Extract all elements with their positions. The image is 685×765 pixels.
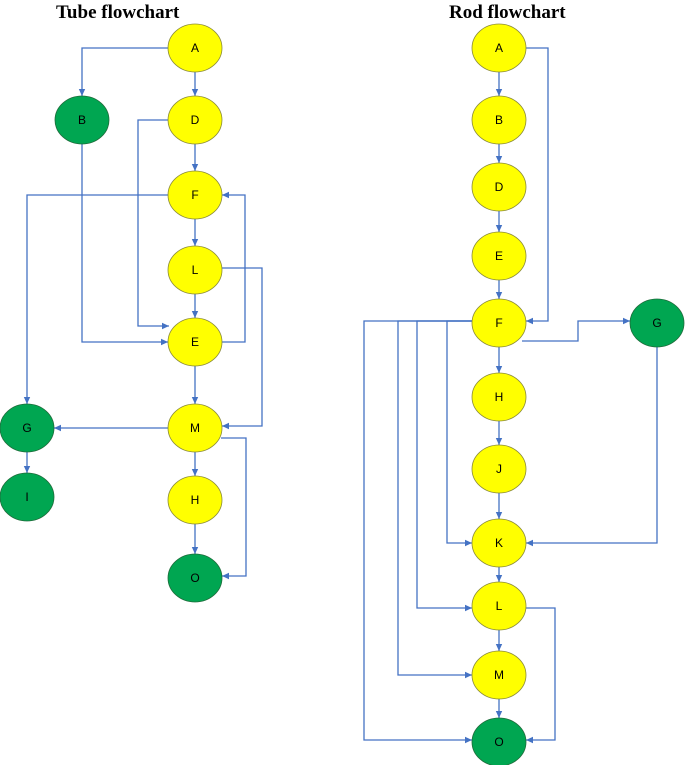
tube-node-h-shape <box>167 475 223 525</box>
rod-node-l-shape <box>471 581 527 631</box>
rod-edge-f-to-l <box>416 320 472 612</box>
rod-node-j-shape <box>471 444 527 494</box>
tube-edge-e-to-f <box>221 191 246 343</box>
tube-node-a: A <box>167 23 223 73</box>
rod-node-a-shape <box>471 23 527 73</box>
tube-node-b: B <box>54 95 110 145</box>
tube-node-g-shape <box>0 403 55 453</box>
tube-node-m-shape <box>167 403 223 453</box>
rod-node-o-label: O <box>494 735 503 749</box>
rod-node-b-shape <box>471 95 527 145</box>
tube-flowchart-title: Tube flowchart <box>56 2 180 23</box>
rod-node-d-label: D <box>495 180 504 194</box>
tube-node-f-shape <box>167 170 223 220</box>
rod-node-l-label: L <box>496 599 503 613</box>
nodes: A B D F L E M G I H O A B D E F G H J K L M O <box>0 23 685 765</box>
tube-node-a-shape <box>167 23 223 73</box>
tube-node-d-shape <box>167 95 223 145</box>
rod-node-f: F <box>471 298 527 348</box>
tube-node-e: E <box>167 317 223 367</box>
tube-node-i-shape <box>0 472 55 522</box>
tube-node-o-label: O <box>190 571 199 585</box>
rod-node-k-shape <box>471 518 527 568</box>
tube-node-f: F <box>167 170 223 220</box>
tube-node-i-label: I <box>25 490 28 504</box>
tube-node-o: O <box>167 553 223 603</box>
tube-node-m-label: M <box>190 421 200 435</box>
tube-node-h: H <box>167 475 223 525</box>
tube-node-l-shape <box>167 245 223 295</box>
rod-node-h-shape <box>471 372 527 422</box>
rod-edge-f-to-g <box>522 317 630 342</box>
rod-node-j: J <box>471 444 527 494</box>
tube-node-b-label: B <box>78 113 86 127</box>
tube-edge-m-to-o <box>221 437 247 580</box>
rod-edge-l-to-o <box>526 607 556 744</box>
tube-node-l: L <box>167 245 223 295</box>
rod-flowchart-title: Rod flowchart <box>449 2 566 23</box>
tube-node-h-label: H <box>191 493 200 507</box>
tube-node-d: D <box>167 95 223 145</box>
tube-node-e-label: E <box>191 335 199 349</box>
rod-node-m-shape <box>471 650 527 700</box>
rod-node-g-label: G <box>652 316 661 330</box>
tube-node-l-label: L <box>192 263 199 277</box>
rod-node-a: A <box>471 23 527 73</box>
rod-edge-a-to-f <box>525 47 549 325</box>
rod-node-e-shape <box>471 231 527 281</box>
rod-node-d: D <box>471 162 527 212</box>
rod-node-f-label: F <box>495 316 502 330</box>
connectors <box>23 47 658 744</box>
rod-node-g: G <box>629 298 685 348</box>
tube-node-f-label: F <box>191 188 198 202</box>
rod-node-m: M <box>471 650 527 700</box>
tube-node-e-shape <box>167 317 223 367</box>
rod-node-d-shape <box>471 162 527 212</box>
rod-edge-f-to-k <box>446 320 472 547</box>
rod-edge-g-to-k <box>526 347 658 547</box>
rod-node-l: L <box>471 581 527 631</box>
rod-node-j-label: J <box>496 462 502 476</box>
tube-node-a-label: A <box>191 41 199 55</box>
rod-node-e: E <box>471 231 527 281</box>
tube-node-m: M <box>167 403 223 453</box>
rod-node-k: K <box>471 518 527 568</box>
tube-node-o-shape <box>167 553 223 603</box>
rod-node-h: H <box>471 372 527 422</box>
tube-edge-d-to-e <box>137 119 169 330</box>
tube-node-g-label: G <box>22 421 31 435</box>
tube-node-i: I <box>0 472 55 522</box>
tube-edge-f-to-g <box>23 194 168 404</box>
rod-node-b-label: B <box>495 113 503 127</box>
rod-node-g-shape <box>629 298 685 348</box>
rod-node-k-label: K <box>495 536 503 550</box>
tube-edge-b-to-e <box>81 144 168 346</box>
rod-node-e-label: E <box>495 249 503 263</box>
rod-node-m-label: M <box>494 668 504 682</box>
rod-node-b: B <box>471 95 527 145</box>
tube-node-d-label: D <box>191 113 200 127</box>
tube-edge-a-to-b <box>78 47 168 96</box>
tube-node-b-shape <box>54 95 110 145</box>
rod-edge-f-to-o <box>363 320 472 744</box>
rod-edge-f-to-m <box>397 320 472 679</box>
tube-node-g: G <box>0 403 55 453</box>
tube-edge-l-to-m <box>221 267 263 430</box>
rod-node-h-label: H <box>495 390 504 404</box>
rod-node-o: O <box>471 717 527 765</box>
rod-node-o-shape <box>471 717 527 765</box>
rod-node-f-shape <box>471 298 527 348</box>
rod-node-a-label: A <box>495 41 503 55</box>
